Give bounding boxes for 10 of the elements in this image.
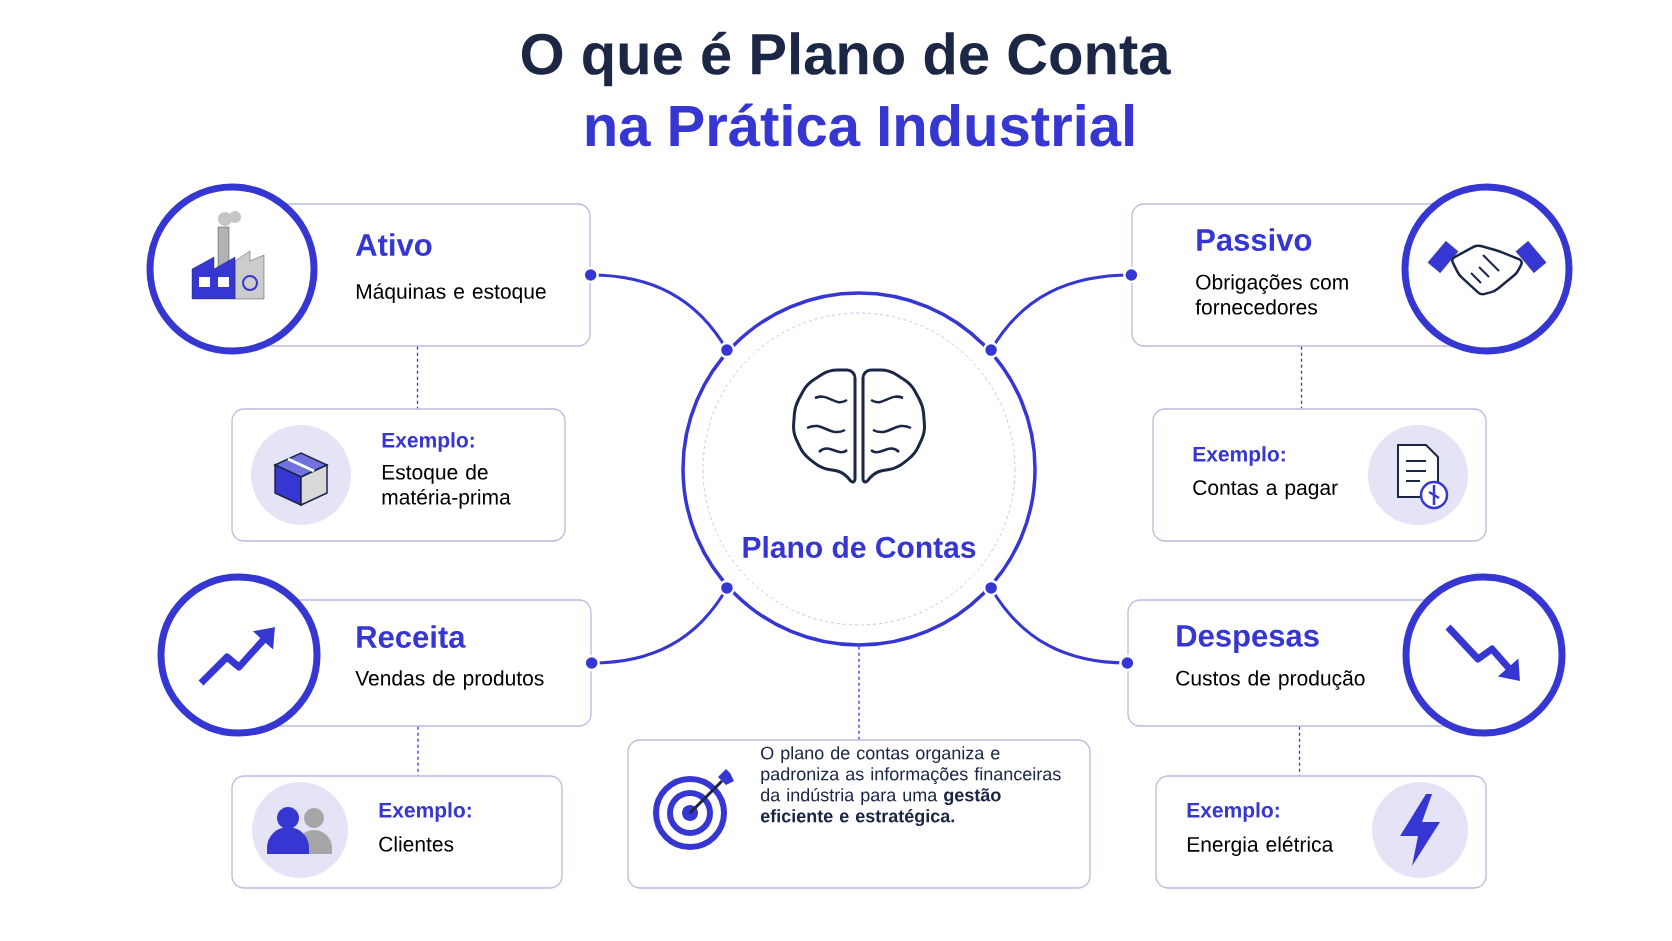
subtitle: na Prática Industrial (586, 103, 1134, 147)
connector (982, 266, 1140, 359)
connector (583, 579, 736, 672)
connector (582, 266, 736, 359)
note-box: O plano de contas organiza e padroniza as informações financeiras da indústria para uma gestão eficiente e estratégica. (627, 739, 1091, 889)
dashed-connector (1300, 346, 1303, 409)
title: O que é Plano de Conta (521, 31, 1171, 87)
dashed-connector (858, 646, 860, 740)
connector (982, 579, 1136, 672)
dashed-connector (416, 346, 419, 409)
